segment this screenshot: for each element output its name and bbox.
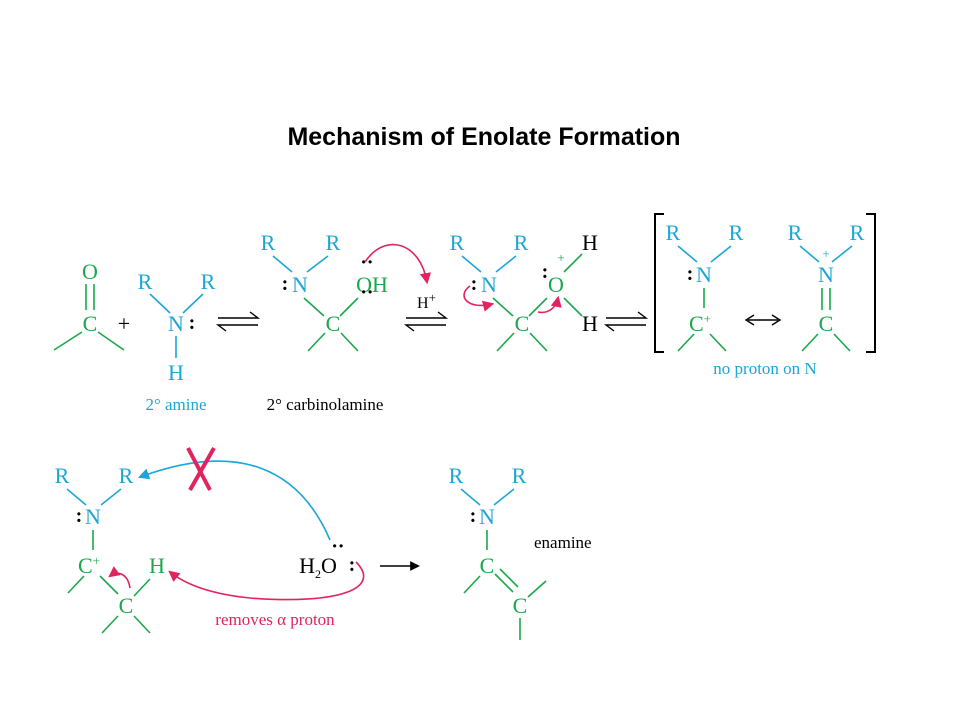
atom-r: R — [449, 463, 464, 488]
atom-carbocation: C+ — [689, 311, 711, 336]
lone-pair: : — [76, 505, 83, 527]
page-title: Mechanism of Enolate Formation — [287, 123, 680, 151]
curved-arrow-icon — [108, 566, 131, 589]
blocked-attack-arrow-icon — [137, 460, 331, 541]
carbocation-charge: + — [93, 553, 100, 568]
lone-pair: : — [357, 259, 379, 266]
atom-r: R — [512, 463, 527, 488]
positive-charge: + — [557, 250, 564, 265]
plus-sign: + — [118, 311, 130, 336]
atom-nitrogen: N — [292, 272, 308, 297]
lone-pair: : — [282, 273, 289, 295]
atom-oxygen: O — [548, 272, 564, 297]
label-enamine: enamine — [534, 533, 592, 552]
atom-r: R — [138, 269, 153, 294]
lone-pair: : — [349, 554, 356, 576]
atom-nitrogen: N — [481, 272, 497, 297]
enamine-product: R R : N C C — [449, 463, 547, 640]
atom-carbon: C — [515, 311, 530, 336]
atom-r: R — [55, 463, 70, 488]
water-formula: H2O — [299, 553, 337, 581]
atom-r: R — [326, 230, 341, 255]
atom-nitrogen: N — [85, 504, 101, 529]
atom-r: R — [201, 269, 216, 294]
bracket-icon — [654, 213, 876, 353]
equilibrium-arrows-icon — [403, 311, 449, 332]
atom-carbon: C — [819, 311, 834, 336]
atom-r: R — [788, 220, 803, 245]
iminium-ion: R R + N C — [788, 220, 865, 352]
carbocation-intermediate: R R : N C+ C H — [55, 463, 165, 634]
ketone: O C — [53, 259, 125, 351]
curved-arrow-icon — [364, 243, 431, 285]
atom-r: R — [514, 230, 529, 255]
atom-r: R — [261, 230, 276, 255]
atom-hydroxyl: OH — [356, 272, 388, 297]
lone-pair: : — [470, 505, 477, 527]
atom-r: R — [119, 463, 134, 488]
equilibrium-arrows-icon — [603, 311, 649, 332]
water: H2O : : — [299, 543, 355, 581]
atom-carbon: C — [326, 311, 341, 336]
atom-carbon: C — [480, 553, 495, 578]
curved-arrow-icon — [463, 285, 495, 312]
carbocation-c: C — [689, 311, 704, 336]
resonance-arrow-icon — [744, 314, 782, 326]
lone-pair: : — [687, 263, 694, 285]
atom-hydrogen: H — [582, 311, 598, 336]
atom-r: R — [666, 220, 681, 245]
carbocation-c: C — [78, 553, 93, 578]
atom-alpha-carbon: C — [119, 593, 134, 618]
atom-r: R — [850, 220, 865, 245]
reagent-proton: H+ — [417, 290, 436, 312]
carbinolamine: R R : N C OH : : 2° carbinolamine — [261, 230, 388, 414]
water-h: H — [299, 553, 315, 578]
label-carbinolamine: 2° carbinolamine — [267, 395, 384, 414]
atom-carbon: C — [513, 593, 528, 618]
atom-nitrogen: N — [168, 311, 184, 336]
atom-carbon: C — [83, 311, 98, 336]
positive-charge: + — [822, 246, 829, 261]
atom-hydrogen: H — [168, 360, 184, 385]
x-mark-icon — [186, 447, 216, 491]
atom-r: R — [450, 230, 465, 255]
label-removes-alpha-proton: removes α proton — [215, 610, 335, 629]
atom-alpha-hydrogen: H — [149, 553, 165, 578]
atom-nitrogen: N — [479, 504, 495, 529]
atom-nitrogen: N — [818, 262, 834, 287]
atom-r: R — [729, 220, 744, 245]
lone-pair: : — [542, 261, 549, 283]
reagent-proton-h: H — [417, 295, 429, 312]
carbocation-charge: + — [704, 311, 711, 326]
iminium-carbocation: R R : N C+ — [666, 220, 744, 352]
lone-pair: : — [328, 543, 350, 550]
atom-hydrogen: H — [582, 230, 598, 255]
water-o: O — [321, 553, 337, 578]
protonated-carbinolamine: R R : N C O : + H H — [450, 230, 598, 352]
curved-arrow-icon — [537, 295, 562, 314]
water-subscript: 2 — [315, 567, 321, 581]
lone-pair: : — [357, 289, 379, 296]
atom-carbocation: C+ — [78, 553, 100, 578]
curved-arrow-icon — [168, 561, 365, 601]
secondary-amine: R R N : H 2° amine — [138, 269, 216, 414]
reagent-proton-charge: + — [429, 290, 436, 305]
lone-pair: : — [189, 312, 196, 334]
label-no-proton: no proton on N — [713, 359, 816, 378]
lone-pair: : — [471, 273, 478, 295]
atom-nitrogen: N — [696, 262, 712, 287]
atom-oxygen: O — [82, 259, 98, 284]
equilibrium-arrows-icon — [215, 311, 261, 332]
label-secondary-amine: 2° amine — [145, 395, 206, 414]
